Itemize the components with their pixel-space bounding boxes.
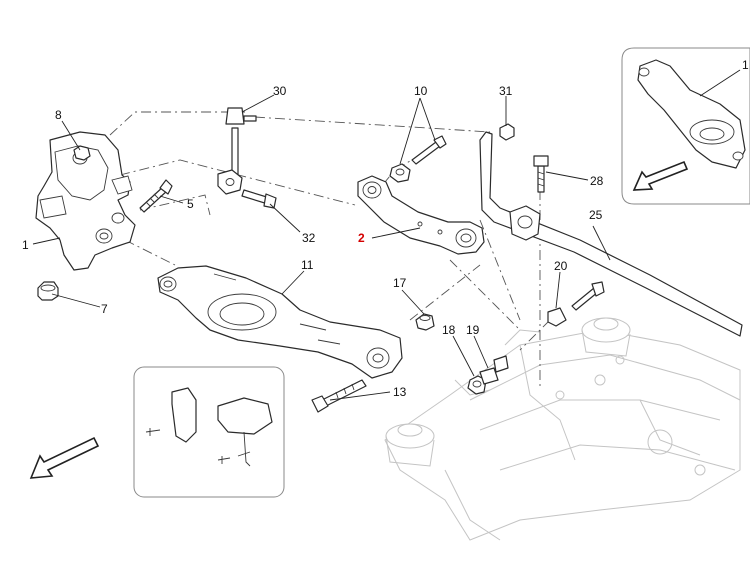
- callout-19: 19: [466, 323, 480, 337]
- nut-17: [415, 313, 435, 331]
- callout-17: 17: [393, 276, 407, 290]
- leader-lines: [32, 69, 741, 401]
- callout-labels: 1 2 5 7 8 10 11 13 17 18 19 20 25 28 30 …: [22, 58, 749, 399]
- bolt-32: [241, 189, 277, 209]
- clip-20: [547, 307, 567, 327]
- assembly-lines: [109, 111, 551, 390]
- plate-19: [479, 355, 509, 385]
- callout-1: 1: [22, 238, 29, 252]
- callout-20: 20: [554, 259, 568, 273]
- knuckle-nut: [37, 281, 59, 301]
- callout-13: 13: [393, 385, 407, 399]
- callout-8: 8: [55, 108, 62, 122]
- inset-knuckle-detail: [621, 47, 750, 205]
- wheel-knuckle: [35, 131, 136, 271]
- callout-2: 2: [358, 231, 365, 245]
- inset-sensor-detail: [133, 366, 285, 498]
- stabilizer-link: [217, 107, 257, 195]
- stabilizer-bar: [479, 131, 743, 337]
- callout-30: 30: [273, 84, 287, 98]
- direction-arrow-icon: [29, 436, 100, 479]
- upper-control-arm: [357, 175, 485, 255]
- callout-31: 31: [499, 84, 513, 98]
- callout-25: 25: [589, 208, 603, 222]
- bolt-20: [571, 281, 605, 311]
- lower-control-arm: [157, 265, 403, 379]
- inset-callout-1: 1: [742, 58, 749, 72]
- bolt-28: [533, 155, 549, 193]
- callout-28: 28: [590, 174, 604, 188]
- upper-nut: [73, 145, 91, 161]
- bolts-10: [389, 135, 447, 183]
- callout-32: 32: [302, 231, 316, 245]
- callout-10: 10: [414, 84, 428, 98]
- callout-18: 18: [442, 323, 456, 337]
- nut-31: [499, 123, 515, 141]
- bushing-18: [467, 375, 487, 395]
- callout-11: 11: [301, 258, 314, 272]
- callout-5: 5: [187, 197, 194, 211]
- callout-7: 7: [101, 302, 108, 316]
- rear-subframe-ghost: [384, 317, 741, 541]
- direction-arrow-icon: [632, 160, 689, 191]
- bolt-5: [139, 179, 173, 213]
